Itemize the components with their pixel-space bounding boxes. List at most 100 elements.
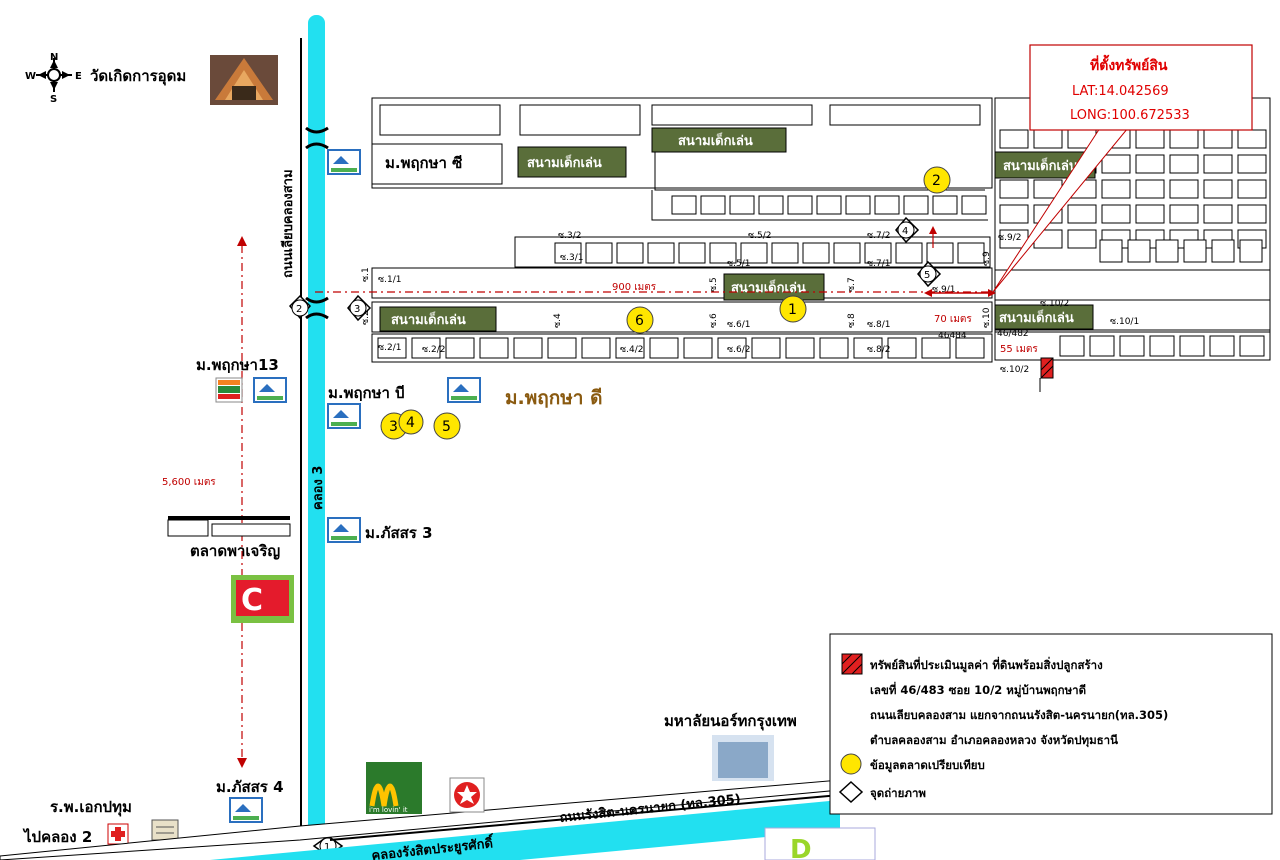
location-callout [992,44,1253,293]
playground-label: สนามเด็กเล่น [1003,156,1078,174]
compass-n: N [50,52,58,63]
lot-block [1127,239,1151,263]
lot-block [845,195,871,215]
soi-label: ซ.7 [847,277,857,292]
soi-label: ซ.7/1 [867,259,890,269]
lot-block [1059,335,1085,357]
building-icon [151,819,179,841]
lot-block [1237,129,1267,149]
soi-label: ซ.1/1 [378,275,401,285]
svg-text:D: D [790,835,812,860]
lot-block [717,337,747,359]
soi-label: ซ.6/2 [727,345,750,355]
lot-block [709,242,737,264]
lot-block [678,242,706,264]
village-house-icon [229,797,263,823]
village-13-label: ม.พฤกษา13 [196,356,279,374]
canal-vertical-label: คลอง 3 [311,466,326,510]
village-icons [229,149,481,823]
temple-icon [210,55,278,105]
comparison-marker [433,412,461,440]
svg-text:C: C [241,583,263,618]
mcd-slogan: i'm lovin' it [369,806,408,814]
lot-block [1169,179,1199,199]
lot-block [864,242,892,264]
marker-number: 5 [442,419,451,435]
university-label: มหาลัยนอร์ทกรุงเทพ [664,712,797,731]
lot-block [802,242,830,264]
lot-block [1203,129,1233,149]
viewpoint-number: 4 [902,226,908,237]
lot-block [1149,335,1175,357]
soi-label: ซ.8/1 [867,320,890,330]
soi-label: ซ.10 [982,307,992,328]
lot-block [853,337,883,359]
road-vertical-label: ถนนเลียบคลองสาม [280,169,296,278]
lot-block [955,337,985,359]
marker-number: 2 [932,173,941,189]
lot-block [1067,229,1097,249]
lot-block [649,337,679,359]
compass-w: W [25,71,36,82]
to-klong2-label: ไปคลอง 2 [22,827,92,846]
lot-block [819,337,849,359]
lot-block [771,242,799,264]
marker-number: 6 [635,313,644,329]
lot-block [816,195,842,215]
compass-e: E [75,71,82,82]
lot-block [999,179,1029,199]
lot-block [921,337,951,359]
distance-5600-label: 5,600 เมตร [162,477,216,488]
lot-block [1239,335,1265,357]
soi-label: ซ.1 [361,267,371,282]
soi-labels: ซ.1/1 ซ.1 ซ.2 ซ.2/1 ซ.2/2 ซ.3/1 ซ.3/2 ซ.… [361,231,1139,375]
viewpoint-icon [288,294,312,320]
soi-label: ซ.4/2 [620,345,643,355]
lot-block [1169,204,1199,224]
distance-70-label: 70 เมตร [934,314,972,325]
playground-label: สนามเด็กเล่น [527,153,602,171]
mcdonalds-logo-icon [366,762,422,814]
soi-label: ซ.4 [553,313,563,328]
lot-block [1067,204,1097,224]
lot-block [1203,154,1233,174]
lot-block [751,337,781,359]
village-house-icon [327,517,361,543]
village-house-icon [253,377,287,403]
comparison-marker [398,409,424,435]
lot-block [895,242,923,264]
legend-line3: ถนนเลียบคลองสาม แยกจากถนนรังสิต-นครนายก(… [870,708,1168,722]
lot-block [1119,335,1145,357]
village-passorn3-label: ม.ภัสสร 3 [365,524,433,542]
lot-block [554,242,582,264]
marker-number: 4 [406,415,415,431]
callout-long: LONG:100.672533 [1070,108,1190,123]
soi-label: ซ.3/1 [560,253,583,263]
playground-areas: สนามเด็กเล่น สนามเด็กเล่น สนามเด็กเล่น ส… [379,127,1096,332]
playground-label: สนามเด็กเล่น [731,278,806,296]
lot-block [683,337,713,359]
lot-block [1033,129,1063,149]
viewpoint-icon [347,294,372,322]
photo-viewpoints: 2 3 4 5 1 [288,216,942,857]
lot-block [887,337,917,359]
legend-line1: ทรัพย์สินที่ประเมินมูลค่า ที่ดินพร้อมสิ่… [870,656,1103,673]
soi-label: ซ.5/2 [748,231,771,241]
lot-block [740,242,768,264]
soi-label: ซ.8 [847,313,857,328]
lot-block [700,195,726,215]
soi-label: ซ.5/1 [727,259,750,269]
lot-block [1237,179,1267,199]
lot-block [377,337,407,359]
viewpoint-icon [895,216,920,244]
marker-number: 3 [389,419,398,435]
callout-lat: LAT:14.042569 [1072,84,1169,99]
lot-block [1101,179,1131,199]
marker-number: 1 [788,302,797,318]
market-icon [167,516,291,537]
soi-label: ซ.5 [709,277,719,292]
soi-label: ซ.2/1 [378,343,401,353]
lot-block [874,195,900,215]
comparison-marker [923,166,951,194]
